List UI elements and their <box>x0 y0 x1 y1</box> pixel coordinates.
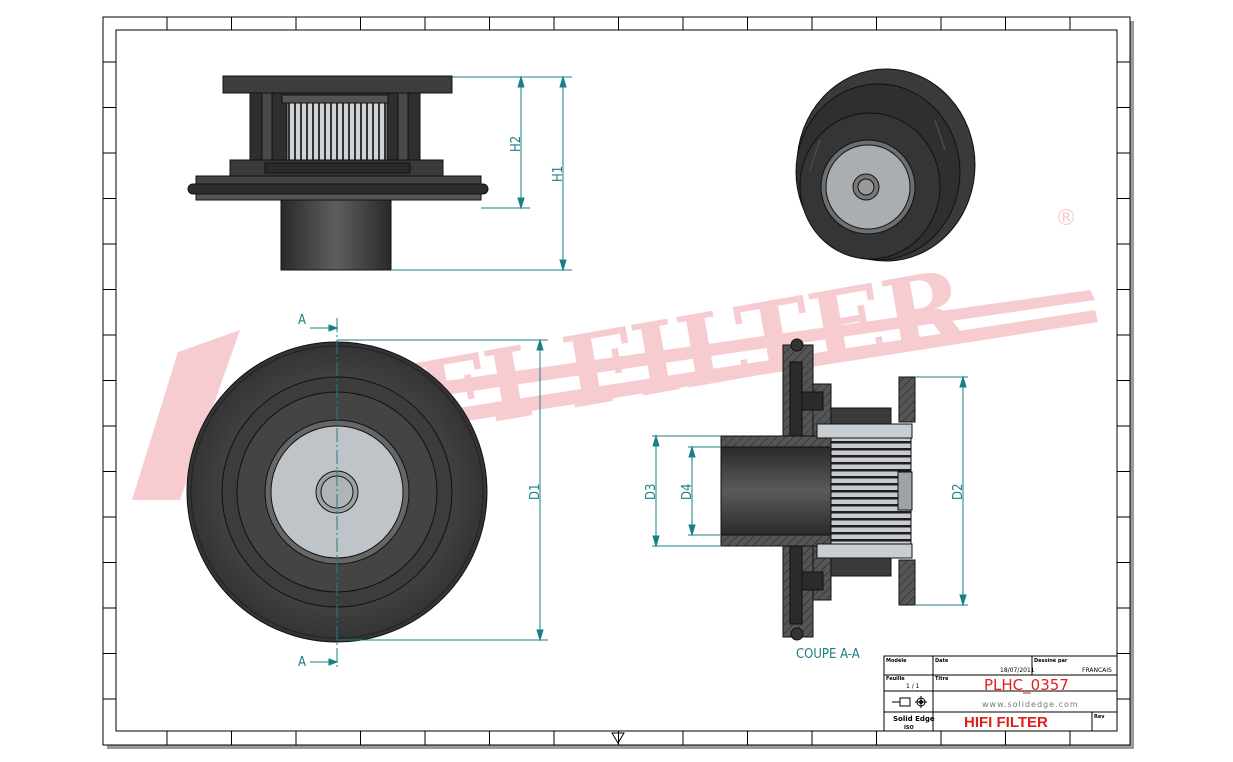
projection-symbol-icon <box>892 696 927 708</box>
company-name: HIFI FILTER <box>964 714 1048 731</box>
dimension-d1 <box>337 338 548 642</box>
model-label: Modèle <box>886 657 907 664</box>
title-block <box>883 655 1118 732</box>
dimension-d2 <box>915 375 968 607</box>
dimension-d4 <box>688 445 721 537</box>
dimension-d3 <box>652 434 721 548</box>
section-title: COUPE A-A <box>796 647 860 662</box>
sheet-label: Feuille <box>886 676 905 682</box>
front-view <box>186 341 488 643</box>
drawn-by-value: FRANCAIS <box>1082 667 1112 674</box>
rev-label: Rev <box>1094 714 1105 720</box>
section-line-a <box>310 318 339 668</box>
dimension-h2-label: H2 <box>509 136 524 152</box>
section-mark-bottom: A <box>298 655 306 670</box>
section-view <box>720 338 916 641</box>
website: www.solidedge.com <box>982 700 1079 709</box>
dimension-d4-label: D4 <box>680 484 695 500</box>
title-label: Titre <box>935 676 949 682</box>
dimension-h1-label: H1 <box>551 166 566 182</box>
centering-mark <box>611 732 625 744</box>
software-name: Solid Edge <box>893 715 935 723</box>
isometric-view <box>795 68 976 262</box>
date-label: Date <box>935 658 949 664</box>
date-value: 18/07/2011 <box>1000 667 1035 674</box>
drawn-by-label: Dessiné par <box>1034 657 1068 664</box>
dimension-d1-label: D1 <box>528 484 543 500</box>
dimension-h1 <box>391 75 572 272</box>
dimension-d3-label: D3 <box>644 484 659 500</box>
dimension-d2-label: D2 <box>951 484 966 500</box>
section-mark-top: A <box>298 313 306 328</box>
watermark-registered: ® <box>1055 206 1077 231</box>
sheet-value: 1 / 1 <box>906 683 920 690</box>
side-view <box>187 75 489 271</box>
software-sub: ISO <box>904 725 914 731</box>
part-number: PLHC_0357 <box>984 676 1069 695</box>
dimension-h2 <box>452 75 530 210</box>
